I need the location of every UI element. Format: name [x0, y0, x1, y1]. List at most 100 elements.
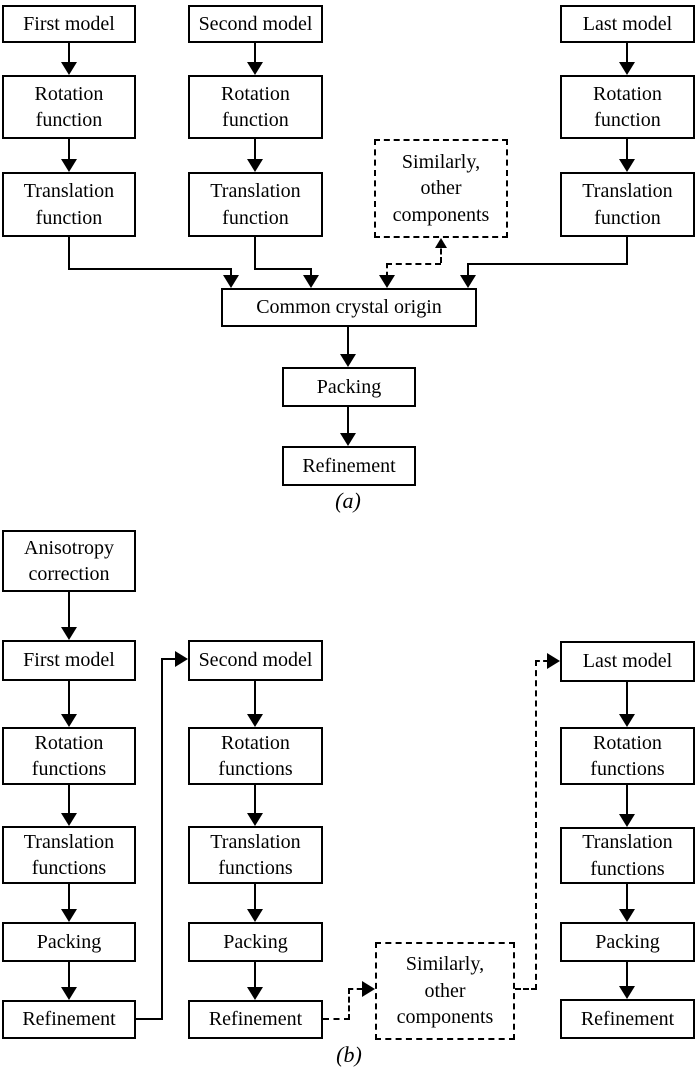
a-elbow-line-2	[310, 268, 312, 278]
b-flow-line	[626, 682, 628, 715]
a-second-model-box: Second model	[188, 5, 323, 43]
a-elbow-line-2	[254, 237, 256, 270]
b-last-model-box: Last model	[560, 641, 695, 682]
b-flow-line	[68, 592, 70, 628]
b-arrow-down-icon	[61, 714, 77, 727]
b-refinement-box-3: Refinement	[560, 999, 695, 1039]
a-elbow-line-3	[626, 237, 628, 265]
b-packing-box-1: Packing	[2, 922, 136, 962]
a-arrow-down-icon	[247, 62, 263, 75]
b-arrow-down-icon	[619, 909, 635, 922]
a-translation-function-box-1: Translation function	[2, 172, 136, 237]
a-rotation-function-box-1: Rotation function	[2, 75, 136, 139]
b-rotation-functions-box-3: Rotation functions	[560, 727, 695, 785]
a-flow-line	[626, 43, 628, 63]
a-arrow-down-icon	[340, 433, 356, 446]
a-similarly-other-components-box: Similarly, other components	[374, 139, 508, 238]
b-dashed-connector-2	[535, 660, 537, 990]
b-arrow-right-icon	[362, 981, 375, 997]
b-figure-label: (b)	[336, 1042, 362, 1067]
a-arrow-down-icon	[379, 275, 395, 288]
a-arrow-down-icon	[303, 275, 319, 288]
b-second-model-box: Second model	[188, 640, 323, 681]
b-arrow-right-icon	[547, 653, 560, 669]
a-elbow-line-1	[68, 268, 232, 270]
b-arrow-down-icon	[619, 814, 635, 827]
a-elbow-line-3	[467, 263, 469, 277]
b-similarly-other-components-box: Similarly, other components	[375, 942, 515, 1040]
b-arrow-down-icon	[61, 627, 77, 640]
b-arrow-down-icon	[247, 909, 263, 922]
a-arrow-down-icon	[61, 62, 77, 75]
b-translation-functions-box-2: Translation functions	[188, 826, 323, 884]
b-flow-line	[254, 681, 256, 715]
b-arrow-right-icon	[175, 651, 188, 667]
b-feedback-connector-1	[161, 658, 176, 660]
b-arrow-down-icon	[247, 813, 263, 826]
b-translation-functions-box-3: Translation functions	[560, 827, 695, 884]
a-arrow-down-icon	[61, 159, 77, 172]
a-dashed-connector	[386, 263, 388, 277]
a-rotation-function-box-3: Rotation function	[560, 75, 695, 139]
b-flow-line	[68, 785, 70, 814]
b-anisotropy-correction-box: Anisotropy correction	[2, 530, 136, 592]
a-flow-line	[626, 139, 628, 160]
b-flow-line	[254, 785, 256, 814]
b-flow-line	[626, 884, 628, 910]
b-dashed-connector-1	[348, 988, 362, 990]
b-arrow-down-icon	[619, 986, 635, 999]
b-dashed-connector-1	[323, 1018, 350, 1020]
a-arrow-down-icon	[460, 275, 476, 288]
a-flow-line	[347, 327, 349, 355]
a-arrow-down-icon	[619, 62, 635, 75]
b-dashed-connector-2	[535, 660, 548, 662]
b-arrow-down-icon	[61, 909, 77, 922]
b-feedback-connector-1	[136, 1018, 163, 1020]
b-arrow-down-icon	[619, 714, 635, 727]
a-flow-line	[68, 139, 70, 160]
a-first-model-box: First model	[2, 5, 136, 43]
b-feedback-connector-1	[161, 658, 163, 1020]
b-arrow-down-icon	[61, 987, 77, 1000]
a-arrow-down-icon	[619, 159, 635, 172]
b-flow-line	[626, 785, 628, 815]
a-packing-box: Packing	[282, 367, 416, 407]
b-flow-line	[68, 962, 70, 988]
a-elbow-line-2	[254, 268, 312, 270]
b-refinement-box-2: Refinement	[188, 1000, 323, 1039]
a-refinement-box: Refinement	[282, 446, 416, 486]
b-refinement-box-1: Refinement	[2, 1000, 136, 1039]
b-flow-line	[68, 681, 70, 715]
a-rotation-function-box-2: Rotation function	[188, 75, 323, 139]
a-dashed-connector	[386, 263, 441, 265]
a-flow-line	[254, 43, 256, 63]
b-flow-line	[626, 962, 628, 987]
b-arrow-down-icon	[61, 813, 77, 826]
b-flow-line	[68, 884, 70, 910]
a-flow-line	[254, 139, 256, 160]
b-flow-line	[254, 962, 256, 988]
a-translation-function-box-3: Translation function	[560, 172, 695, 237]
b-rotation-functions-box-2: Rotation functions	[188, 727, 323, 785]
b-packing-box-2: Packing	[188, 922, 323, 962]
a-dashed-connector	[440, 240, 442, 263]
a-common-crystal-origin-box: Common crystal origin	[221, 288, 477, 327]
b-packing-box-3: Packing	[560, 922, 695, 962]
b-arrow-down-icon	[247, 714, 263, 727]
a-flow-line	[347, 407, 349, 434]
a-flow-line	[68, 43, 70, 63]
a-translation-function-box-2: Translation function	[188, 172, 323, 237]
b-dashed-connector-2	[515, 988, 537, 990]
a-figure-label: (a)	[335, 488, 361, 513]
a-elbow-line-1	[230, 268, 232, 278]
a-elbow-line-3	[467, 263, 628, 265]
b-flow-line	[254, 884, 256, 910]
b-translation-functions-box-1: Translation functions	[2, 826, 136, 884]
a-last-model-box: Last model	[560, 5, 695, 43]
b-arrow-down-icon	[247, 987, 263, 1000]
a-elbow-line-1	[68, 237, 70, 270]
a-arrow-down-icon	[340, 354, 356, 367]
a-arrow-down-icon	[247, 159, 263, 172]
a-arrow-down-icon	[223, 275, 239, 288]
